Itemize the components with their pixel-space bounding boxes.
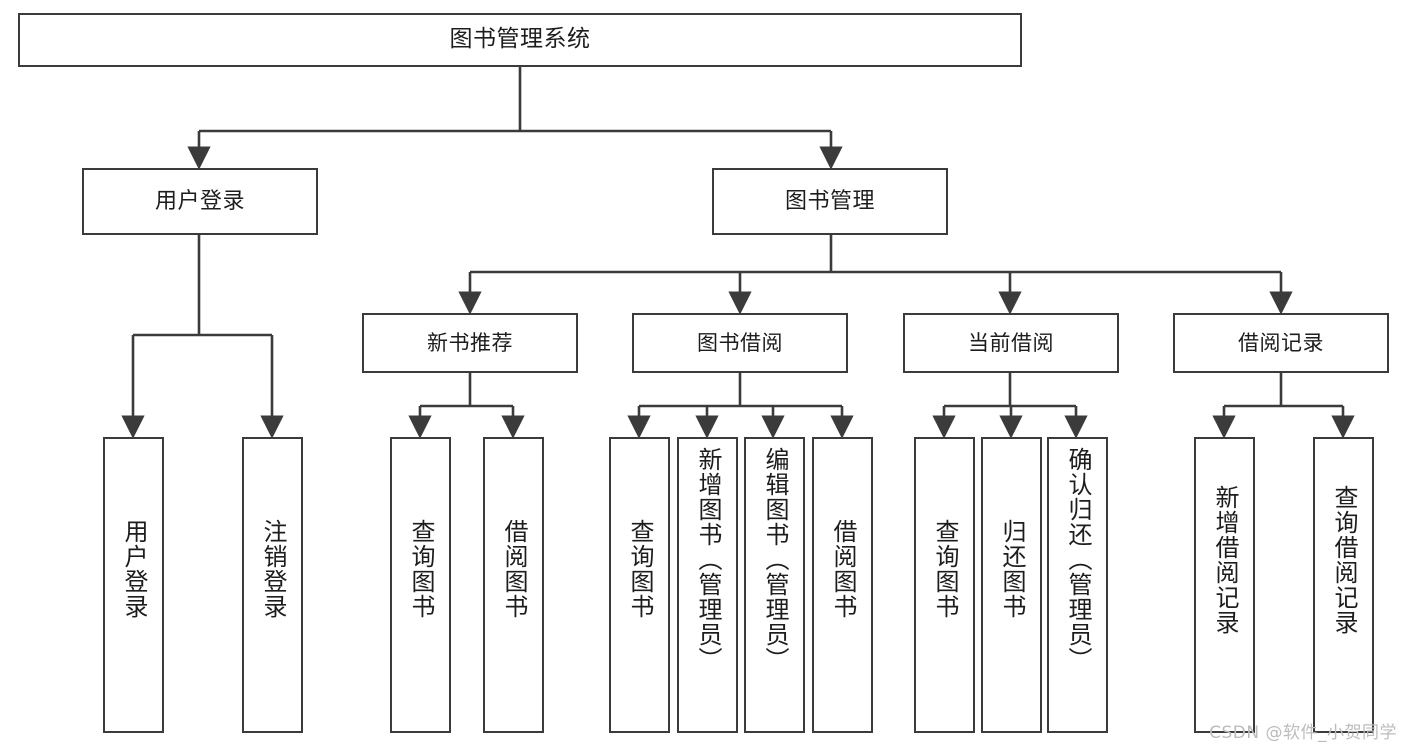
node-current-borrowing[interactable]: 当前借阅	[903, 313, 1119, 373]
node-label: 查询图书	[930, 519, 959, 619]
leaf-return-books[interactable]: 归还图书	[981, 437, 1042, 733]
watermark-text: CSDN @软件_小贺同学	[1209, 723, 1397, 743]
leaf-edit-book-admin[interactable]: 编辑图书（管理员）	[744, 437, 805, 733]
node-label: 编辑图书（管理员）	[760, 447, 789, 672]
node-label: 用户登录	[119, 519, 148, 619]
node-label: 新书推荐	[427, 330, 513, 355]
node-label: 新增借阅记录	[1210, 485, 1239, 635]
node-root-book-management-system[interactable]: 图书管理系统	[18, 13, 1022, 67]
node-label: 查询借阅记录	[1329, 485, 1358, 635]
leaf-query-books-recommendation[interactable]: 查询图书	[390, 437, 451, 733]
node-book-borrowing[interactable]: 图书借阅	[632, 313, 848, 373]
node-label: 查询图书	[406, 519, 435, 619]
node-label: 借阅图书	[828, 519, 857, 619]
leaf-logout[interactable]: 注销登录	[242, 437, 303, 733]
node-label: 新增图书（管理员）	[693, 447, 722, 672]
node-label: 图书管理系统	[449, 26, 591, 53]
node-user-login[interactable]: 用户登录	[82, 168, 318, 235]
leaf-add-borrow-record[interactable]: 新增借阅记录	[1194, 437, 1255, 733]
leaf-add-book-admin[interactable]: 新增图书（管理员）	[677, 437, 738, 733]
node-borrowing-records[interactable]: 借阅记录	[1173, 313, 1389, 373]
leaf-borrow-books-recommendation[interactable]: 借阅图书	[483, 437, 544, 733]
node-label: 归还图书	[997, 519, 1026, 619]
leaf-confirm-return-admin[interactable]: 确认归还（管理员）	[1047, 437, 1108, 733]
leaf-user-login[interactable]: 用户登录	[103, 437, 164, 733]
node-label: 借阅图书	[499, 519, 528, 619]
node-label: 借阅记录	[1238, 330, 1324, 355]
node-label: 当前借阅	[968, 330, 1054, 355]
leaf-borrow-books-borrowing[interactable]: 借阅图书	[812, 437, 873, 733]
leaf-query-books-borrowing[interactable]: 查询图书	[609, 437, 670, 733]
node-book-management[interactable]: 图书管理	[712, 168, 948, 235]
node-label: 查询图书	[625, 519, 654, 619]
leaf-query-borrow-record[interactable]: 查询借阅记录	[1313, 437, 1374, 733]
leaf-query-books-current[interactable]: 查询图书	[914, 437, 975, 733]
node-label: 图书借阅	[697, 330, 783, 355]
node-new-book-recommendation[interactable]: 新书推荐	[362, 313, 578, 373]
node-label: 图书管理	[784, 188, 875, 214]
node-label: 用户登录	[154, 188, 245, 214]
node-label: 注销登录	[258, 519, 287, 619]
node-label: 确认归还（管理员）	[1063, 447, 1092, 672]
